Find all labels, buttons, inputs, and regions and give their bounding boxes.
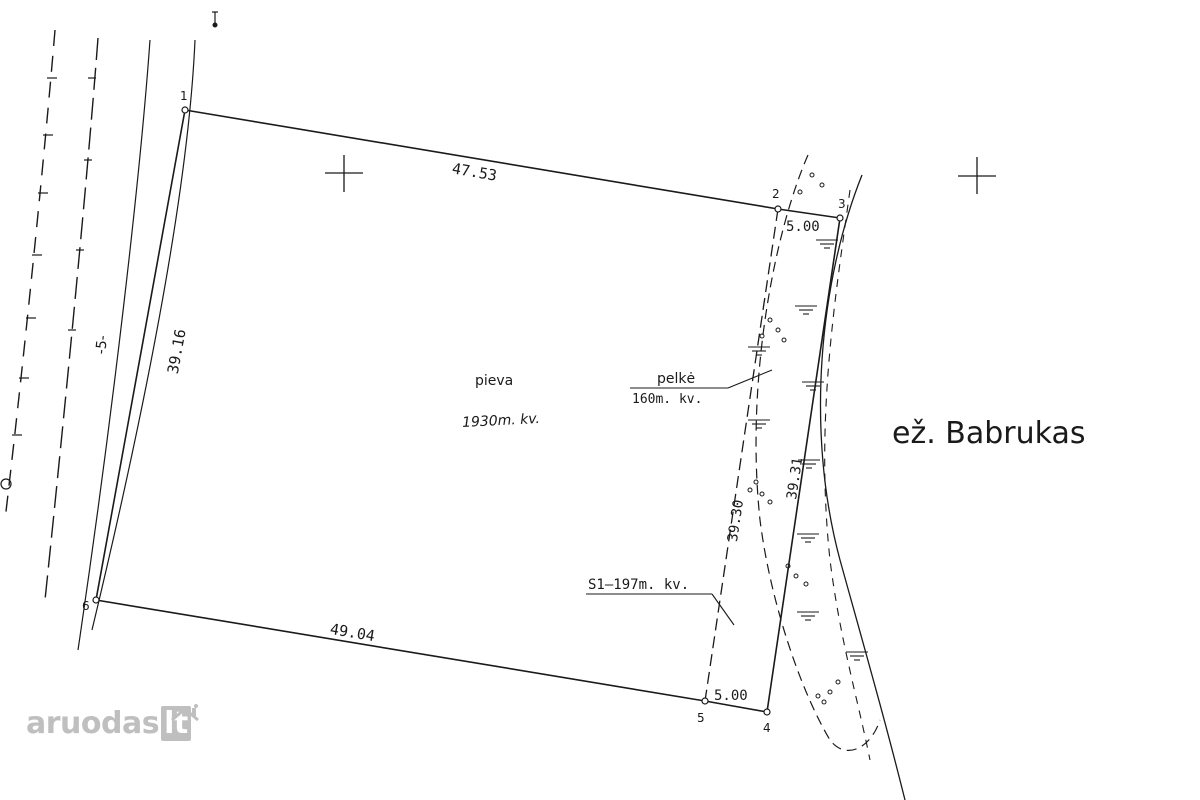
marsh-symbols xyxy=(748,239,868,661)
house-icon xyxy=(171,704,199,722)
point-2-label: 2 xyxy=(772,187,780,201)
road-label: -5- xyxy=(93,334,111,355)
watermark-tld: lt xyxy=(161,706,191,741)
vertex-markers xyxy=(92,106,844,716)
area-label: pieva xyxy=(475,373,513,389)
side-3-4-length: 39.31 xyxy=(784,457,806,501)
wetland-label: pelkė xyxy=(657,371,695,387)
area-value: 1930m. kv. xyxy=(462,411,541,431)
side-5-6-length: 49.04 xyxy=(329,620,377,645)
shrub-dots xyxy=(747,172,841,705)
point-4-label: 4 xyxy=(763,721,771,735)
lake-label: ež. Babrukas xyxy=(892,416,1086,451)
point-5-label: 5 xyxy=(697,711,705,725)
side-4-5-length: 5.00 xyxy=(714,688,748,704)
point-3-label: 3 xyxy=(838,197,846,211)
shoreline xyxy=(755,154,906,800)
wetland-area: 160m. kv. xyxy=(632,392,702,407)
point-1-label: 1 xyxy=(180,89,188,103)
side-2-3-length: 5.00 xyxy=(786,219,820,235)
parcel-boundary xyxy=(95,109,841,713)
side-6-1-length: 39.16 xyxy=(164,328,190,376)
point-6-label: 6 xyxy=(82,599,90,613)
side-2-5-length: 39.30 xyxy=(725,499,747,543)
side-1-2-length: 47.53 xyxy=(451,159,499,184)
servitude-label: S1–197m. kv. xyxy=(588,577,689,593)
watermark-brand: aruodas xyxy=(26,706,160,741)
grid-crosses xyxy=(325,155,996,194)
